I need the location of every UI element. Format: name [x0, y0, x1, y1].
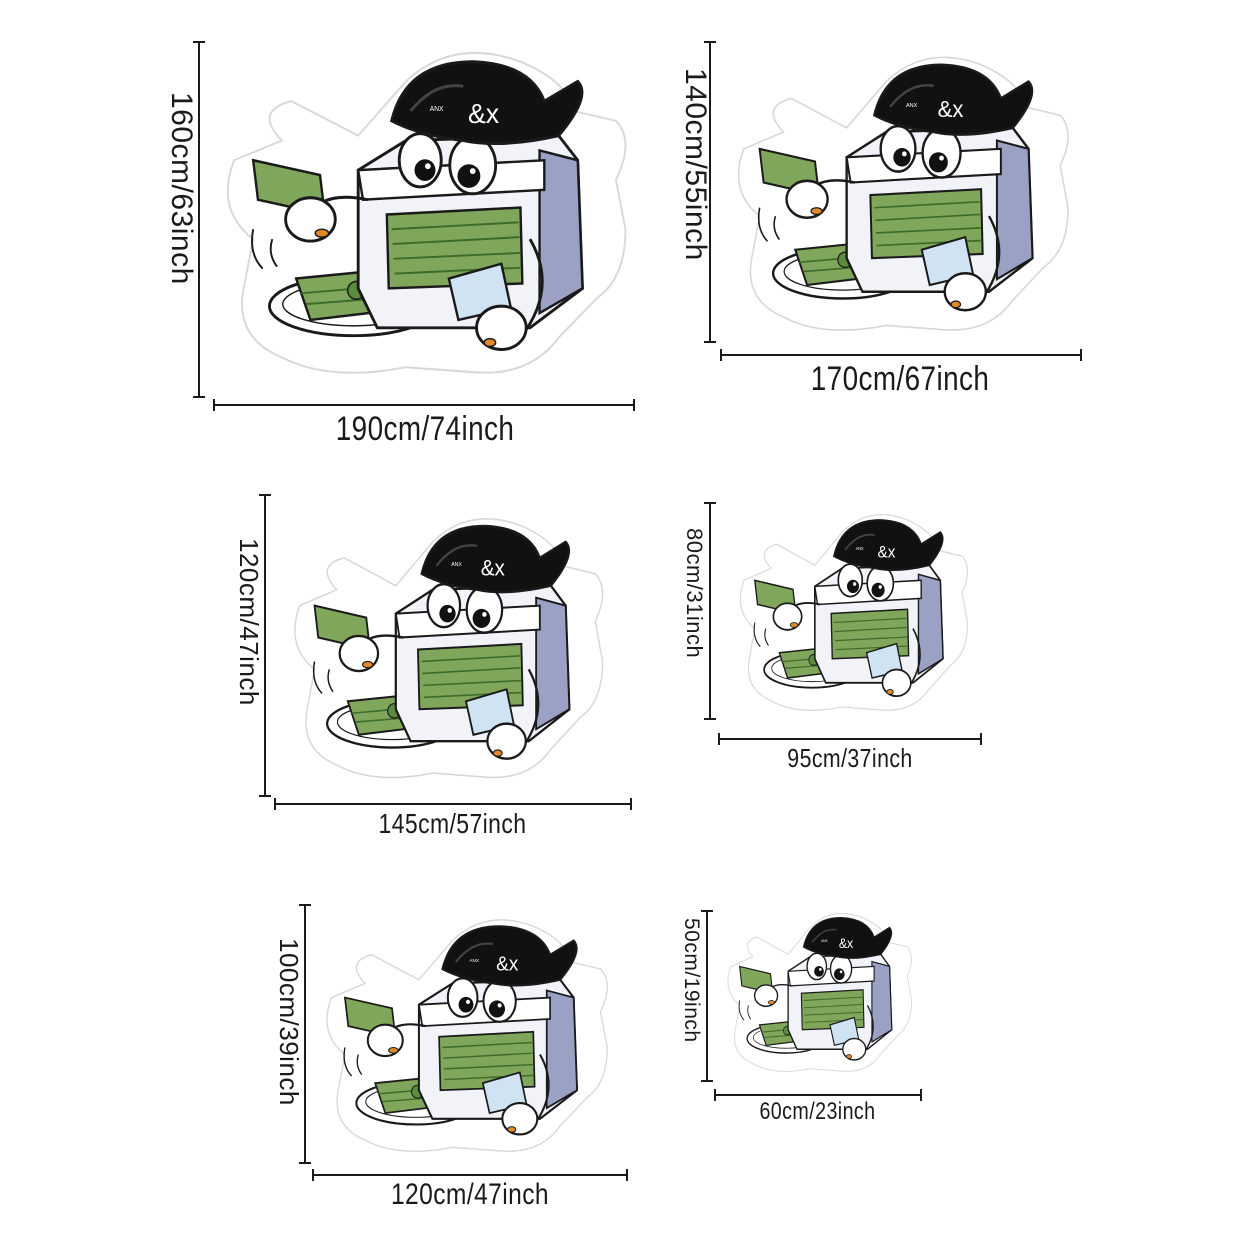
width-label: 120cm/47inch: [390, 1178, 550, 1211]
width-dimension-line: [213, 399, 635, 411]
sticker-image: &x ANX: [215, 42, 635, 382]
logo-text: &x: [878, 543, 896, 562]
sticker-image: &x ANX: [318, 912, 614, 1158]
logo-text: &x: [839, 935, 854, 951]
logo-text: &x: [938, 95, 964, 122]
width-dimension-line: [274, 798, 632, 810]
width-label: 95cm/37inch: [787, 743, 913, 773]
logo-small-text: ANX: [906, 103, 918, 109]
logo-text: &x: [496, 953, 518, 976]
sticker-image: &x ANX: [728, 48, 1076, 338]
height-label: 80cm/31inch: [682, 528, 707, 659]
width-label: 60cm/23inch: [759, 1098, 876, 1125]
width-label: 145cm/57inch: [378, 808, 527, 839]
height-dimension-line: [299, 904, 311, 1164]
logo-small-text: ANX: [469, 958, 479, 964]
logo-small-text: ANX: [451, 562, 462, 568]
height-label: 160cm/63inch: [165, 92, 198, 285]
sticker-image: &x ANX: [722, 908, 916, 1076]
width-dimension-line: [714, 1089, 922, 1101]
logo-small-text: ANX: [430, 106, 444, 113]
logo-text: &x: [481, 556, 505, 581]
height-dimension-line: [701, 910, 713, 1082]
sticker-image: &x ANX: [285, 510, 610, 785]
sticker-image: &x ANX: [733, 508, 973, 716]
logo-text: &x: [468, 97, 500, 128]
height-dimension-line: [193, 41, 205, 398]
width-label: 190cm/74inch: [335, 410, 515, 448]
height-dimension-line: [259, 494, 271, 797]
height-label: 120cm/47inch: [234, 538, 264, 706]
height-label: 50cm/19inch: [680, 918, 703, 1043]
height-dimension-line: [704, 502, 716, 720]
logo-small-text: ANX: [856, 546, 864, 551]
logo-small-text: ANX: [821, 939, 828, 943]
height-label: 140cm/55inch: [679, 68, 712, 261]
width-dimension-line: [718, 733, 982, 745]
width-dimension-line: [720, 349, 1082, 361]
height-label: 100cm/39inch: [274, 938, 304, 1106]
width-dimension-line: [312, 1169, 628, 1181]
height-dimension-line: [704, 41, 716, 343]
width-label: 170cm/67inch: [810, 360, 990, 398]
